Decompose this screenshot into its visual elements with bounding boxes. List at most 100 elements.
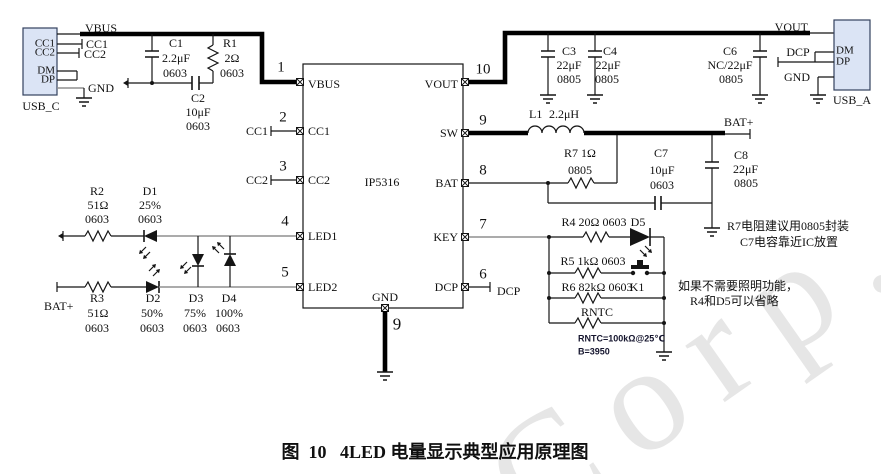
c1-ref: C1	[168, 36, 184, 50]
k1-switch-symbol	[630, 260, 650, 276]
r5-label: R5 1kΩ 0603	[560, 254, 626, 268]
net-label-gnd-usba: GND	[784, 70, 810, 84]
pin3-number: 3	[279, 158, 287, 175]
d4-led-symbol	[211, 236, 236, 287]
c8-capacitor-symbol	[703, 135, 721, 237]
d3-ref: D3	[188, 291, 204, 305]
usb-c-pin-dp: DP	[40, 73, 55, 86]
r3-value: 51Ω	[87, 306, 109, 320]
net-label-cc1-pin2: CC1	[245, 124, 268, 138]
c1-value: 2.2μF	[161, 51, 191, 65]
d4-package: 0603	[216, 321, 240, 335]
k1-ref: K1	[629, 280, 645, 294]
ic-pin-name-led2: LED2	[308, 280, 338, 294]
r7-label: R7 1Ω	[564, 146, 596, 160]
r6-resistor-symbol	[549, 291, 664, 305]
ic-gnd-wire	[376, 311, 394, 381]
ic-pin-name-dcp: DCP	[434, 280, 458, 294]
pin8-number: 8	[479, 162, 487, 179]
ic-pin-name-cc2: CC2	[308, 173, 331, 187]
pin4-number: 4	[281, 213, 289, 230]
c2-ref: C2	[190, 91, 206, 105]
pin5-number: 5	[281, 264, 289, 281]
c4-package: 0805	[595, 72, 619, 86]
r7-resistor-symbol	[469, 135, 618, 190]
note-r7-package: R7电阻建议用0805封装	[727, 219, 850, 233]
net-label-vout: VOUT	[774, 20, 808, 34]
r3-package: 0603	[85, 321, 109, 335]
r3-resistor-symbol	[56, 280, 146, 294]
c8-package: 0805	[734, 176, 758, 190]
d4-ref: D4	[221, 291, 237, 305]
figure-caption: 图 10 4LED 电量显示典型应用原理图	[281, 442, 589, 462]
rntc-thermistor-symbol	[549, 316, 664, 330]
c6-ref: C6	[722, 44, 738, 58]
rntc-spec-line1: RNTC=100kΩ@25℃	[578, 333, 666, 344]
r1-package: 0603	[220, 66, 244, 80]
ic-pin-name-led1: LED1	[308, 229, 338, 243]
cc1-net-stub	[270, 126, 296, 136]
net-label-cc1-left: CC1	[86, 37, 109, 51]
dcp-net-stub	[469, 282, 491, 292]
r1-ref: R1	[222, 36, 238, 50]
c8-value: 22μF	[733, 162, 759, 176]
ic-pin-name-sw: SW	[440, 126, 458, 140]
net-label-cc2-pin3: CC2	[245, 173, 268, 187]
d5-led-symbol	[630, 228, 653, 258]
usb-c-pin-cc1: CC1	[34, 37, 55, 50]
d5-ref: D5	[630, 215, 646, 229]
net-label-bat-left: BAT+	[44, 299, 74, 313]
c7-ref: C7	[653, 146, 669, 160]
c7-value: 10μF	[649, 163, 675, 177]
l1-ref: L1	[529, 107, 543, 121]
note-lighting-line2: R4和D5可以省略	[690, 294, 779, 308]
gnd-pin-number: 9	[392, 314, 402, 334]
c6-package: 0805	[719, 72, 743, 86]
c6-capacitor-symbol	[751, 33, 769, 104]
d2-ref: D2	[145, 291, 161, 305]
c3-ref: C3	[561, 44, 577, 58]
pin1-number: 1	[277, 59, 285, 76]
c4-ref: C4	[602, 44, 618, 58]
d2-value: 50%	[141, 306, 163, 320]
r2-value: 51Ω	[87, 198, 109, 212]
pin6-number: 6	[479, 266, 487, 283]
c1-package: 0603	[163, 66, 187, 80]
r2-ref: R2	[89, 184, 105, 198]
usb-c-pin-cc2: CC2	[34, 46, 55, 59]
d3-value: 75%	[184, 306, 206, 320]
d1-package: 0603	[138, 212, 162, 226]
net-label-dcp-usba: DCP	[786, 45, 810, 59]
c6-value: NC/22μF	[707, 58, 753, 72]
d1-ref: D1	[142, 184, 158, 198]
note-c7-placement: C7电容靠近IC放置	[740, 235, 839, 249]
r2-package: 0603	[85, 212, 109, 226]
r7-package: 0805	[568, 163, 592, 177]
rntc-ref: RNTC	[580, 305, 614, 319]
ic-pin-name-vbus: VBUS	[308, 77, 341, 91]
c3-package: 0805	[557, 72, 581, 86]
c3-capacitor-symbol	[539, 33, 557, 104]
c2-capacitor-symbol	[123, 76, 213, 90]
usb-a-refdes: USB_A	[832, 93, 872, 107]
pin9-number: 9	[479, 112, 487, 129]
c1-capacitor-symbol	[145, 34, 159, 85]
ic-part-number: IP5316	[364, 175, 400, 189]
sw-bat-wire	[469, 129, 751, 139]
pin7-number: 7	[479, 216, 487, 233]
net-label-dcp-pin6: DCP	[497, 284, 521, 298]
usb-c-pin-dm: DM	[37, 64, 55, 77]
d1-value: 25%	[139, 198, 161, 212]
d1-led-symbol	[138, 230, 157, 260]
d3-package: 0603	[183, 321, 207, 335]
pin10-number: 10	[475, 61, 491, 78]
rntc-spec-line2: B=3950	[578, 346, 610, 357]
cc2-net-stub	[270, 175, 296, 185]
ic-pin-name-bat: BAT	[435, 176, 458, 190]
c2-value: 10μF	[185, 105, 211, 119]
usb-c-refdes: USB_C	[22, 99, 60, 113]
usb-a-connector-symbol	[777, 19, 871, 104]
r6-label: R6 82kΩ 0603	[561, 280, 633, 294]
